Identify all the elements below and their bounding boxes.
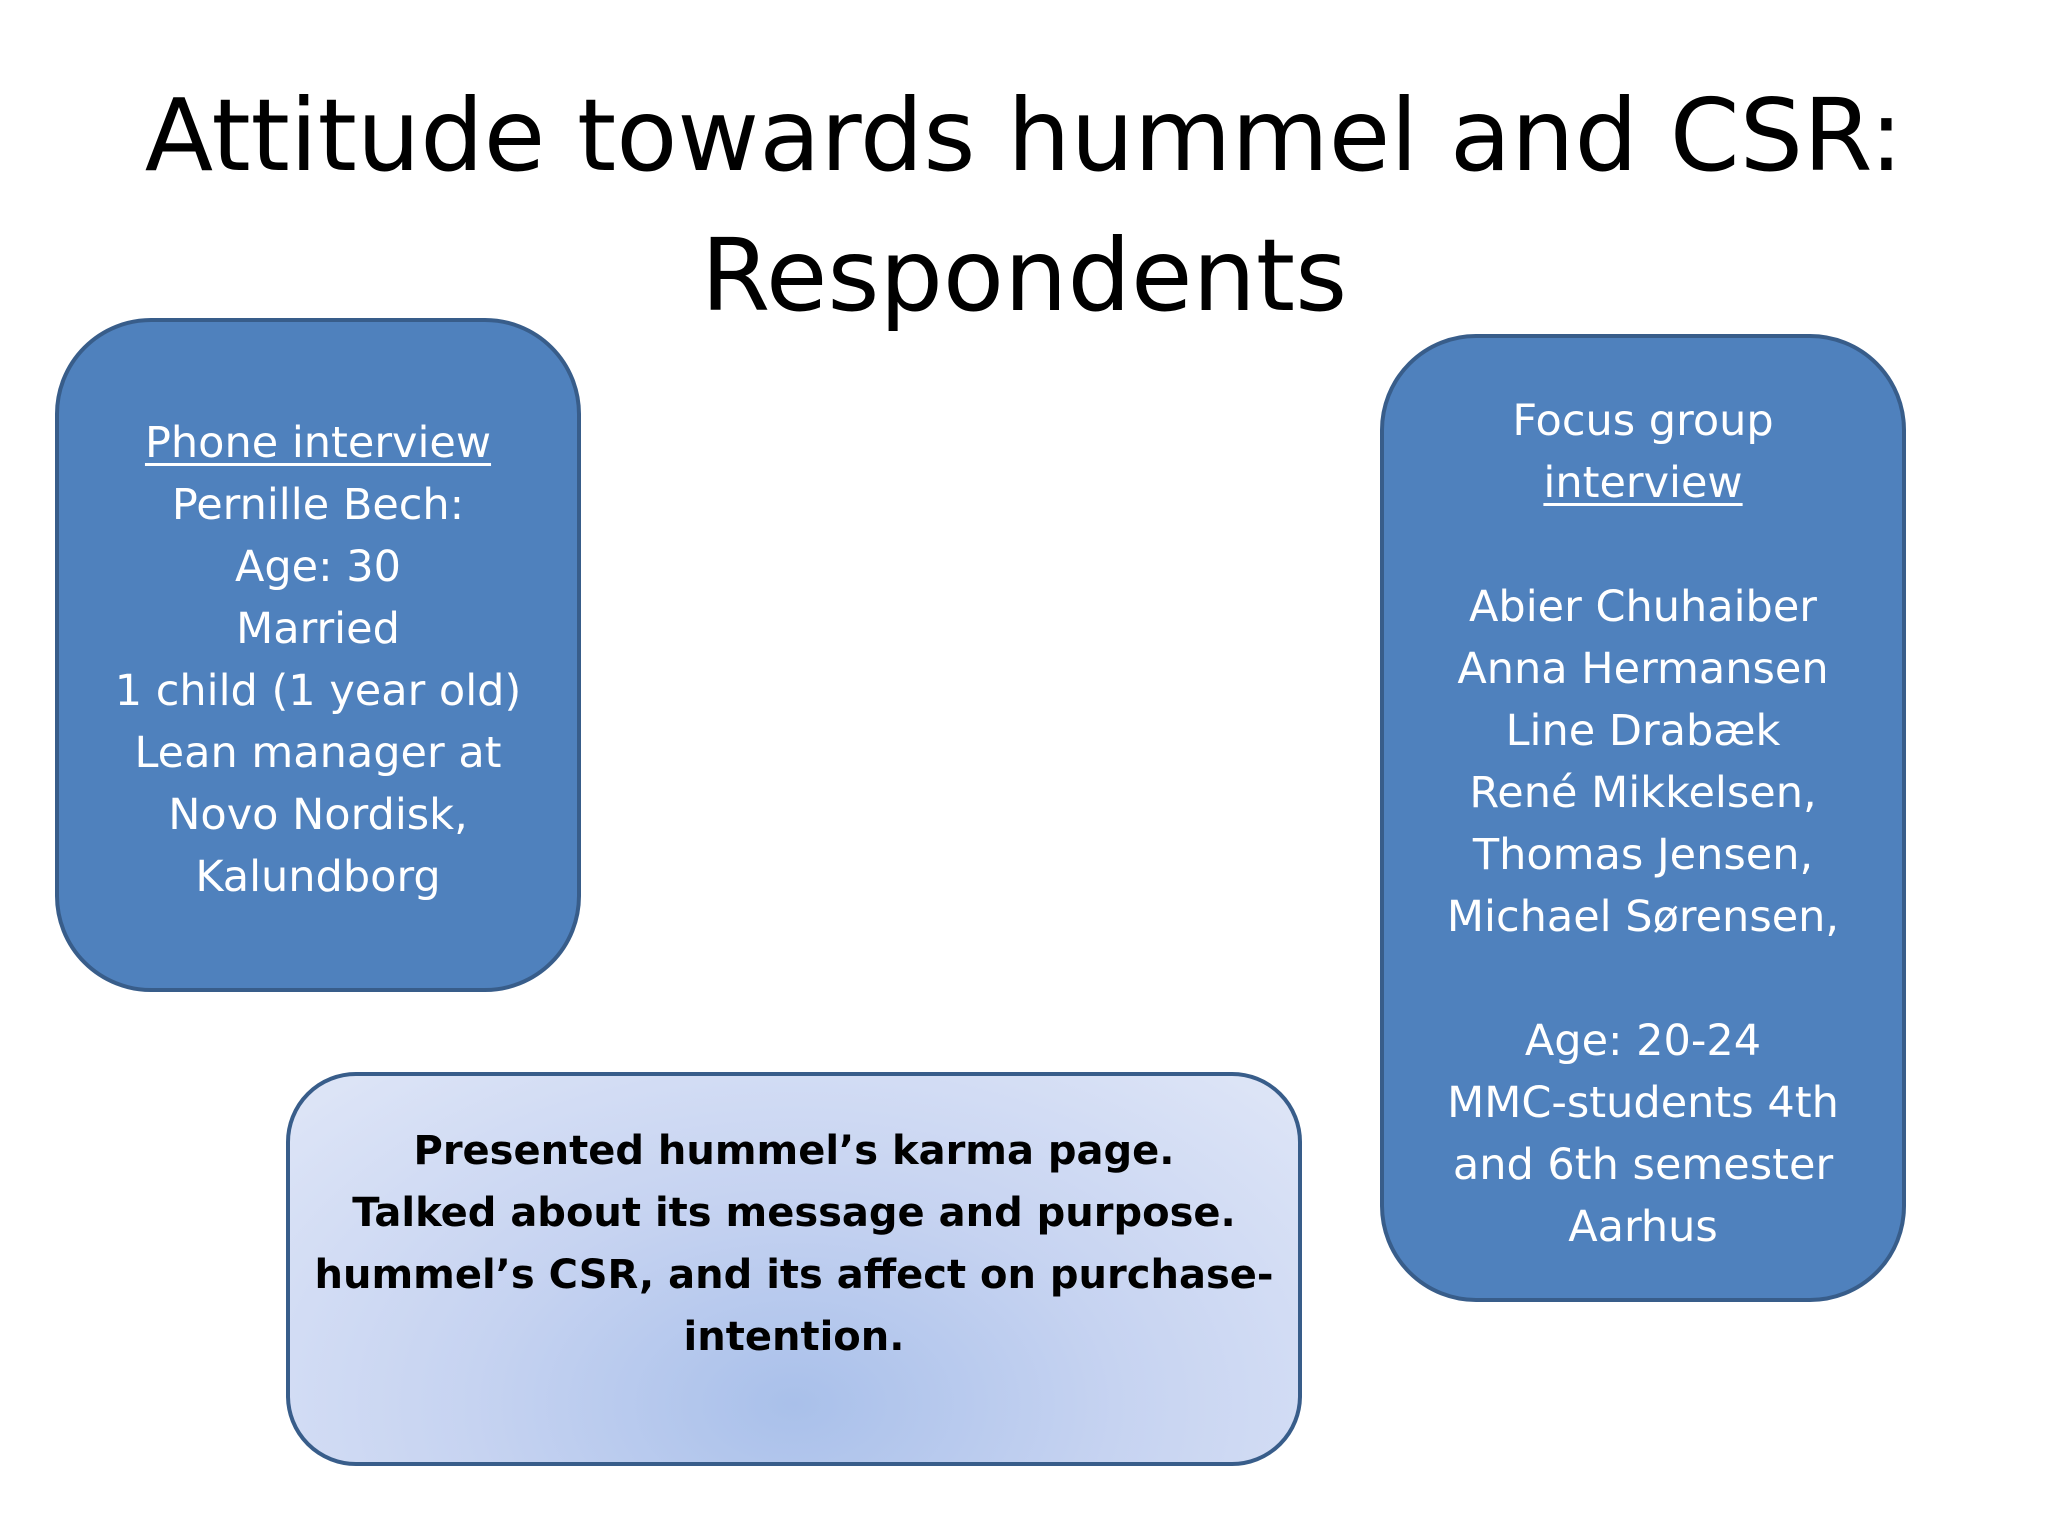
focus-group-study-line-1: MMC-students 4th — [1447, 1078, 1839, 1128]
slide-title-line-1: Attitude towards hummel and CSR: — [144, 77, 1904, 194]
focus-group-heading-line-1: Focus group — [1512, 396, 1774, 446]
respondent-age: Age: 30 — [234, 542, 402, 592]
slide-title-line-2: Respondents — [700, 217, 1348, 334]
summary-line-2: Talked about its message and purpose. — [352, 1190, 1236, 1236]
respondent-job-line-1: Lean manager at — [134, 728, 502, 778]
participant-item: Abier Chuhaiber — [1469, 582, 1817, 632]
focus-group-box: Focus group interview Abier Chuhaiber An… — [1380, 334, 1906, 1302]
participant-item: René Mikkelsen, — [1469, 768, 1817, 818]
respondent-children: 1 child (1 year old) — [114, 666, 522, 716]
respondent-marital-status: Married — [236, 604, 400, 654]
summary-line-4: intention. — [683, 1314, 905, 1360]
participant-item: Line Drabæk — [1505, 706, 1781, 756]
summary-line-1: Presented hummel’s karma page. — [413, 1128, 1175, 1174]
focus-group-age: Age: 20-24 — [1524, 1016, 1762, 1066]
participant-item: Michael Sørensen, — [1446, 892, 1840, 942]
summary-box: Presented hummel’s karma page. Talked ab… — [286, 1072, 1302, 1466]
focus-group-heading-line-2: interview — [1543, 458, 1743, 508]
phone-interview-heading: Phone interview — [144, 418, 492, 468]
slide-title: Attitude towards hummel and CSR: Respond… — [0, 66, 2048, 346]
summary-line-3: hummel’s CSR, and its affect on purchase… — [314, 1252, 1274, 1298]
respondent-job-line-3: Kalundborg — [195, 852, 441, 902]
participant-item: Anna Hermansen — [1457, 644, 1829, 694]
respondent-job-line-2: Novo Nordisk, — [168, 790, 468, 840]
participant-item: Thomas Jensen, — [1472, 830, 1814, 880]
focus-group-study-line-2: and 6th semester — [1452, 1140, 1834, 1190]
respondent-name: Pernille Bech: — [171, 480, 465, 530]
phone-interview-box: Phone interview Pernille Bech: Age: 30 M… — [55, 318, 581, 992]
focus-group-location: Aarhus — [1568, 1202, 1718, 1252]
